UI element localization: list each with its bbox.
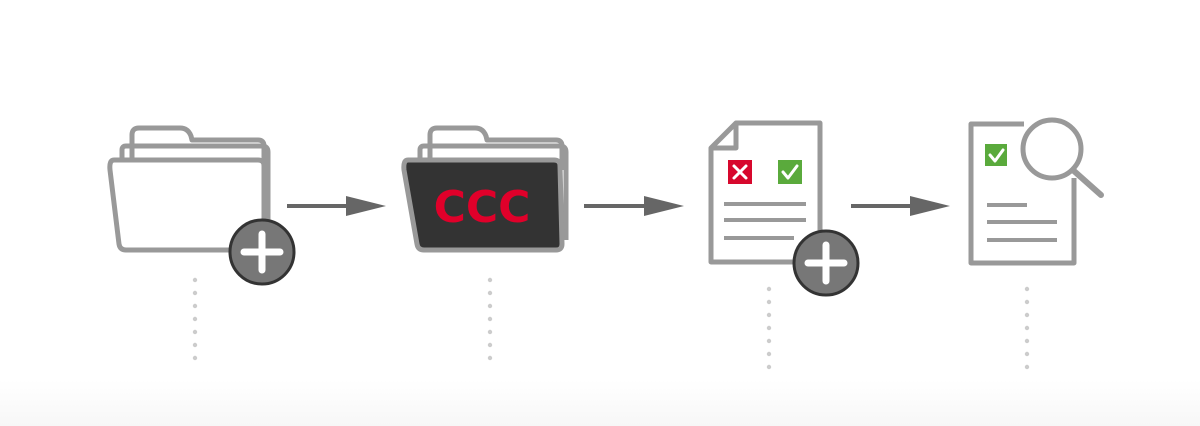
bottom-fade [0,380,1200,426]
x-mark-icon [728,160,752,184]
magnifier-icon [1020,117,1104,198]
document-review-search-icon [968,117,1104,266]
plus-badge-icon [792,229,860,297]
dotted-connector-4 [1024,286,1030,370]
folder-add-icon [107,125,296,286]
ccc-label: CCC [434,182,531,233]
arrow-right-icon [851,196,950,216]
document-checklist-add-icon [708,120,860,297]
dotted-connector-3 [766,286,772,370]
dotted-connector-2 [487,277,493,361]
arrow-right-icon [287,196,386,216]
ccc-folder-icon: CCC [401,125,569,253]
check-mark-icon [985,144,1007,166]
arrow-right-icon [584,196,684,216]
check-mark-icon [778,160,802,184]
plus-badge-icon [228,218,296,286]
dotted-connector-1 [192,277,198,361]
